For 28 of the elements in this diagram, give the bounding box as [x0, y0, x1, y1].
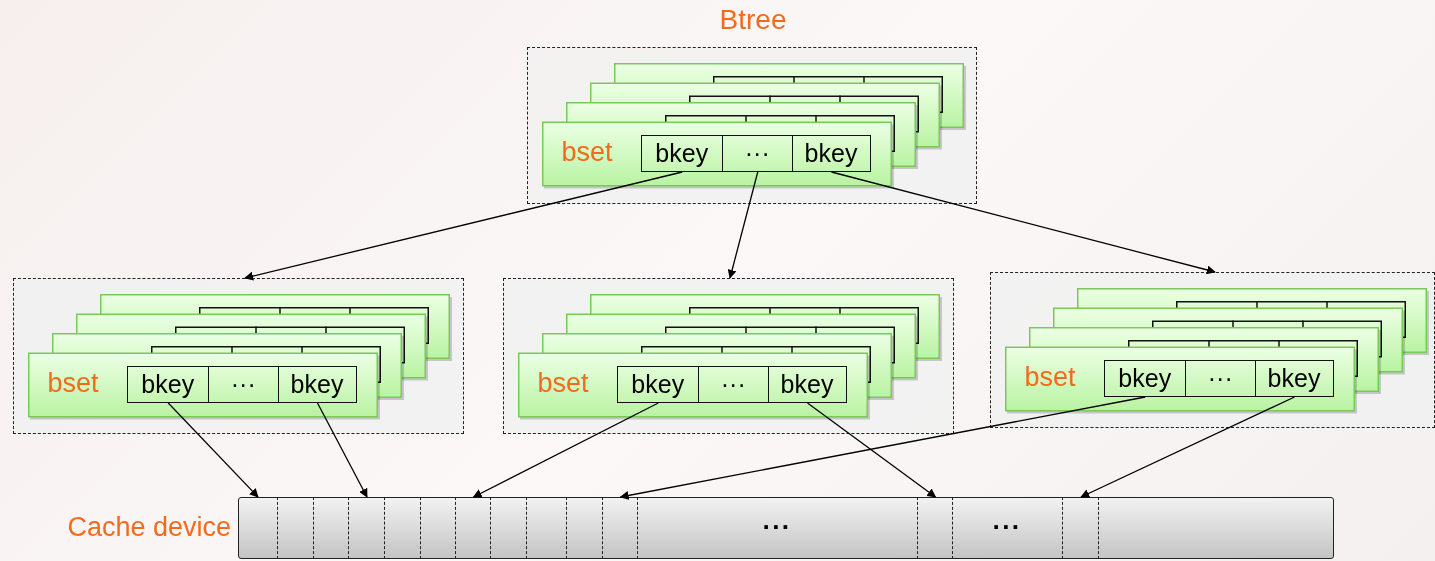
tree-title: Btree — [718, 4, 788, 36]
memory-block: ··· — [637, 496, 918, 559]
key-cell: bkey — [616, 365, 699, 403]
key-cell: bkey — [1254, 359, 1334, 397]
arrow — [806, 402, 937, 498]
dashed-group-box — [503, 278, 954, 434]
arrow — [830, 171, 1216, 275]
key-cell: ··· — [207, 365, 279, 403]
key-cell: ··· — [697, 365, 769, 403]
key-cell: bkey — [640, 134, 723, 172]
key-cell: bkey — [791, 134, 871, 172]
key-cell: bkey — [126, 365, 209, 403]
key-cell: bkey — [1103, 359, 1186, 397]
key-cell: ··· — [1184, 359, 1256, 397]
dashed-group-box — [990, 272, 1435, 428]
arrow — [316, 402, 368, 498]
key-cell: ··· — [721, 134, 793, 172]
row-label: Cache device — [67, 512, 231, 543]
set-label: bset — [561, 136, 613, 168]
arrow — [727, 171, 759, 279]
set-label: bset — [47, 367, 99, 399]
set-label: bset — [537, 367, 589, 399]
key-cell: bkey — [277, 365, 357, 403]
memory-block: ··· — [952, 496, 1063, 559]
set-label: bset — [1024, 361, 1076, 393]
key-cell: bkey — [767, 365, 847, 403]
dashed-group-box — [13, 278, 464, 434]
arrow — [1080, 396, 1296, 498]
